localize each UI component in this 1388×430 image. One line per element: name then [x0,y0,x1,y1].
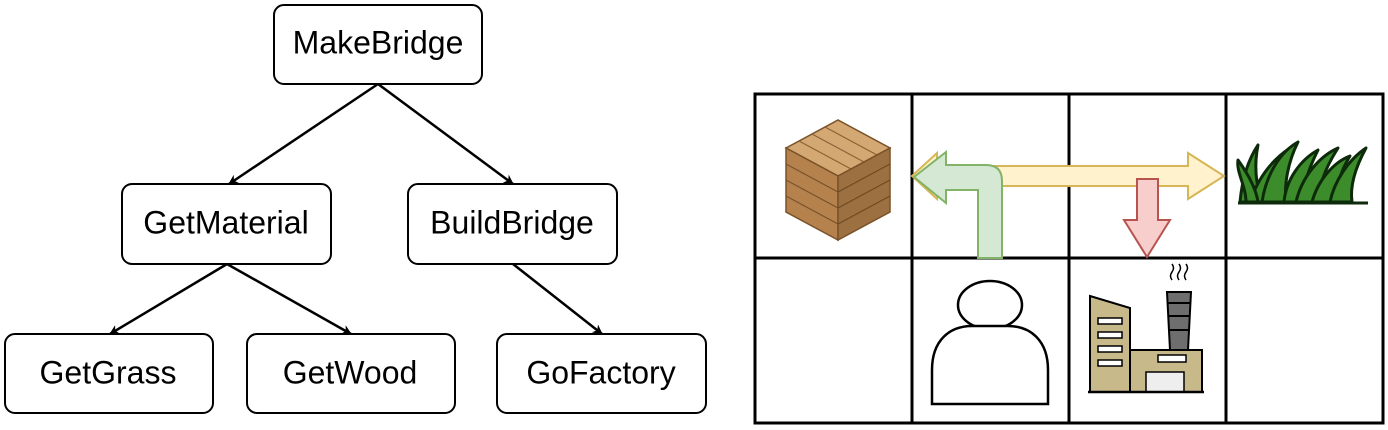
node-buildbridge-label: BuildBridge [430,204,594,240]
node-getmaterial: GetMaterial [121,183,332,265]
behavior-tree: MakeBridge GetMaterial BuildBridge GetGr… [4,4,707,414]
edge-buildbridge-gofactory [512,263,603,335]
grid-world [753,92,1385,425]
factory-icon [1088,263,1204,394]
node-getgrass: GetGrass [4,333,214,414]
node-getwood-label: GetWood [283,354,418,390]
factory-down-arrow [1122,178,1172,259]
node-gofactory: GoFactory [496,333,707,414]
edge-makebridge-buildbridge [377,82,514,186]
node-gofactory-label: GoFactory [526,354,675,390]
node-makebridge: MakeBridge [273,4,483,85]
node-buildbridge: BuildBridge [407,183,618,265]
agent-person-icon [930,279,1050,406]
node-getwood: GetWood [246,333,456,414]
edge-getmaterial-getgrass [109,262,228,336]
edge-getmaterial-getwood [226,262,352,336]
wood-crate-icon [784,119,892,242]
agent-to-wood-arrow [912,149,1003,259]
node-getgrass-label: GetGrass [40,354,177,390]
grass-icon [1236,140,1368,205]
node-makebridge-label: MakeBridge [293,24,464,60]
edge-makebridge-getmaterial [228,82,379,186]
node-getmaterial-label: GetMaterial [143,204,308,240]
